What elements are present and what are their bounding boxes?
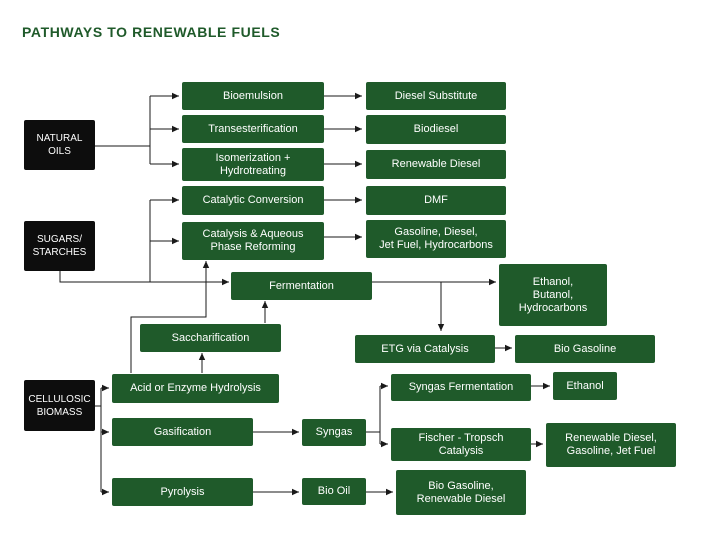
connector-sugars-down: [59, 271, 229, 286]
process-gasification: Gasification: [112, 418, 253, 446]
process-transesterification: Transesterification: [182, 115, 324, 143]
process-isomerization: Isomerization + Hydrotreating: [182, 148, 324, 181]
process-etg-catalysis: ETG via Catalysis: [355, 335, 495, 363]
product-bio-gasoline-renewable-diesel: Bio Gasoline, Renewable Diesel: [396, 470, 526, 515]
process-saccharification: Saccharification: [140, 324, 281, 352]
product-diesel-substitute: Diesel Substitute: [366, 82, 506, 110]
process-fischer-tropsch: Fischer - Tropsch Catalysis: [391, 428, 531, 461]
process-bioemulsion: Bioemulsion: [182, 82, 324, 110]
process-catalytic-conversion: Catalytic Conversion: [182, 186, 324, 215]
diagram-title: PATHWAYS TO RENEWABLE FUELS: [22, 24, 281, 40]
process-pyrolysis: Pyrolysis: [112, 478, 253, 506]
arrow-hydrolysis-to-aqueous: [130, 261, 210, 373]
process-syngas-fermentation: Syngas Fermentation: [391, 374, 531, 401]
product-ethanol: Ethanol: [553, 372, 617, 400]
process-hydrolysis: Acid or Enzyme Hydrolysis: [112, 374, 279, 403]
product-renewable-diesel: Renewable Diesel: [366, 150, 506, 179]
product-dmf: DMF: [366, 186, 506, 215]
source-cellulosic-biomass: CELLULOSIC BIOMASS: [24, 380, 95, 431]
process-bio-oil: Bio Oil: [302, 478, 366, 505]
product-renewable-diesel-gasoline-jet-fuel: Renewable Diesel, Gasoline, Jet Fuel: [546, 423, 676, 467]
process-aqueous-phase-reforming: Catalysis & Aqueous Phase Reforming: [182, 222, 324, 260]
process-fermentation: Fermentation: [231, 272, 372, 300]
product-gasoline-diesel-jet-fuel-hydrocarbons: Gasoline, Diesel, Jet Fuel, Hydrocarbons: [366, 220, 506, 258]
process-syngas: Syngas: [302, 419, 366, 446]
source-natural-oils: NATURAL OILS: [24, 120, 95, 170]
source-sugars-starches: SUGARS/ STARCHES: [24, 221, 95, 271]
product-biodiesel: Biodiesel: [366, 115, 506, 144]
product-ethanol-butanol-hydrocarbons: Ethanol, Butanol, Hydrocarbons: [499, 264, 607, 326]
product-bio-gasoline: Bio Gasoline: [515, 335, 655, 363]
